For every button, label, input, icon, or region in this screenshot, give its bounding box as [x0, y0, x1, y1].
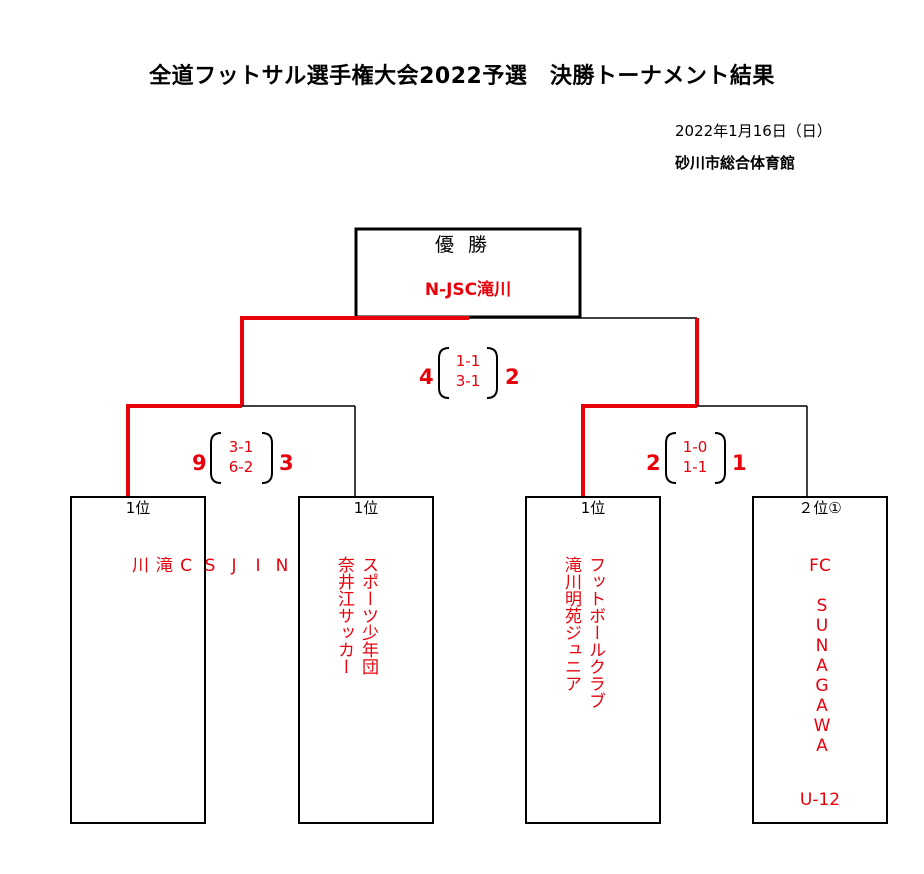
semi-left-paren-left	[210, 432, 222, 484]
page-title: 全道フットサル選手権大会2022予選 決勝トーナメント結果	[149, 64, 775, 89]
semi-right-score-left: 2	[646, 451, 661, 475]
team-rank: 1位	[580, 499, 606, 517]
team-name: フットボールクラブ 滝川明苑ジュニア	[561, 556, 605, 709]
semi-right-score-right: 1	[732, 451, 747, 475]
team-box-2: 1位 スポーツ少年団 奈井江サッカー	[298, 496, 434, 824]
final-half1: 1-1	[455, 352, 481, 370]
champion-name: N-JSC滝川	[424, 280, 512, 300]
final-paren-left	[438, 347, 450, 399]
team-rank: 1位	[353, 499, 379, 517]
team-name-u12: U-12	[799, 790, 841, 810]
final-line-red-left	[240, 316, 469, 406]
team-rank: ２位①	[798, 499, 842, 517]
semi-right-paren-right	[714, 432, 726, 484]
semi-left-red	[126, 404, 242, 496]
team-name: N I J S C 滝 川	[128, 556, 292, 576]
event-venue: 砂川市総合体育館	[675, 154, 796, 172]
team-name-sunagawa: SUNAGAWA	[812, 596, 832, 756]
semi-left-half1: 3-1	[228, 438, 254, 456]
final-score-right: 2	[505, 365, 520, 389]
semi-right-half1: 1-0	[682, 438, 708, 456]
team-name: スポーツ少年団 奈井江サッカー	[334, 556, 378, 675]
semi-right-paren-left	[665, 432, 677, 484]
semi-left-score-right: 3	[279, 451, 294, 475]
final-half2: 3-1	[455, 372, 481, 390]
team-name-fc: FC	[809, 556, 831, 576]
team-rank: 1位	[125, 499, 151, 517]
semi-left-score-left: 9	[192, 451, 207, 475]
team-box-4: ２位① FC SUNAGAWA U-12	[752, 496, 888, 824]
team-box-3: 1位 フットボールクラブ 滝川明苑ジュニア	[525, 496, 661, 824]
team-box-1: 1位 N I J S C 滝 川	[70, 496, 292, 824]
semi-left-half2: 6-2	[228, 458, 254, 476]
semi-right-half2: 1-1	[682, 458, 708, 476]
event-date: 2022年1月16日（日）	[675, 122, 832, 140]
semi-left-paren-right	[261, 432, 273, 484]
final-score-left: 4	[419, 365, 434, 389]
champion-label: 優勝	[434, 234, 501, 256]
semi-right-red	[581, 404, 697, 496]
final-paren-right	[486, 347, 498, 399]
